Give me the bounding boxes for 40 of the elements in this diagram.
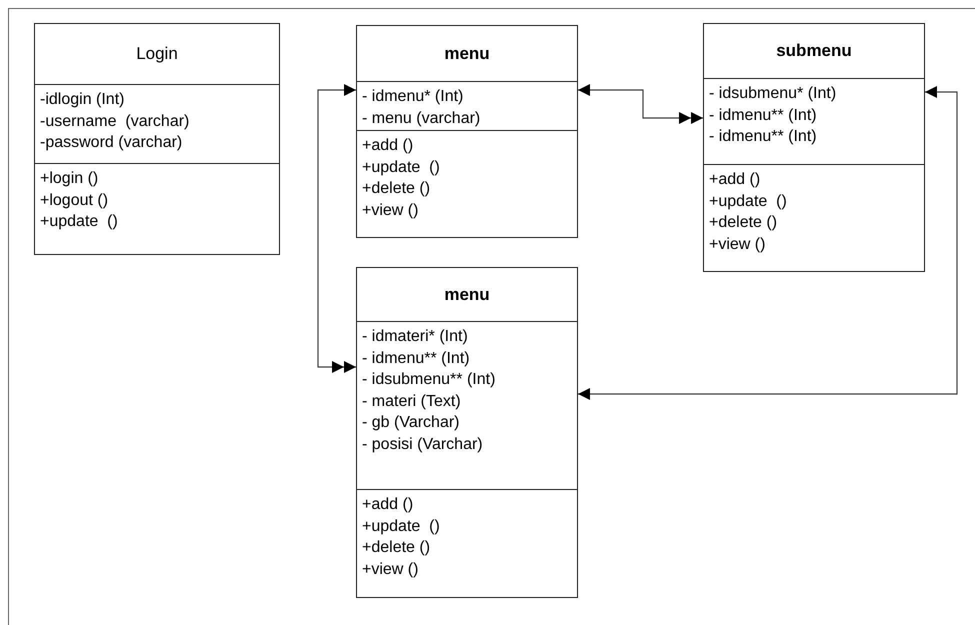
method-text: +update () <box>709 192 787 212</box>
attribute-text: - idmenu* (Int) <box>362 87 464 107</box>
association-arrow <box>317 84 356 373</box>
attribute-text: - idmateri* (Int) <box>362 327 468 347</box>
method-text: +update () <box>362 158 440 178</box>
attribute-text: - menu (varchar) <box>362 108 480 128</box>
method-text: +update () <box>362 516 440 536</box>
method-text: +view () <box>709 234 766 254</box>
attribute-text: - idmenu** (Int) <box>709 106 817 126</box>
association-arrow <box>578 84 703 124</box>
method-text: +delete () <box>362 538 430 558</box>
association-arrow <box>578 86 958 400</box>
class-box <box>703 23 925 272</box>
method-text: +delete () <box>362 179 430 199</box>
method-text: +view () <box>362 560 418 580</box>
class-name: submenu <box>776 41 852 61</box>
method-text: +add () <box>362 136 414 156</box>
attribute-text: -username (varchar) <box>40 112 190 132</box>
attribute-text: - gb (Varchar) <box>362 413 460 433</box>
method-text: +add () <box>709 170 760 190</box>
attribute-text: -password (varchar) <box>40 133 182 153</box>
class-name: Login <box>136 44 178 64</box>
attribute-text: - idmenu** (Int) <box>362 348 470 368</box>
attribute-text: - materi (Text) <box>362 392 461 412</box>
attribute-text: - idsubmenu** (Int) <box>362 370 496 390</box>
attribute-text: - idsubmenu* (Int) <box>709 84 836 104</box>
method-text: +view () <box>362 200 418 220</box>
class-box <box>356 25 578 238</box>
method-text: +add () <box>362 495 414 515</box>
attribute-text: -idlogin (Int) <box>40 90 124 110</box>
class-name: menu <box>444 44 490 64</box>
class-box <box>34 23 280 255</box>
method-text: +delete () <box>709 213 778 233</box>
class-name: menu <box>444 284 490 304</box>
method-text: +login () <box>40 169 98 189</box>
class-box <box>356 267 578 598</box>
attribute-text: - posisi (Varchar) <box>362 434 483 454</box>
attribute-text: - idmenu** (Int) <box>709 127 817 147</box>
method-text: +logout () <box>40 190 108 210</box>
method-text: +update () <box>40 212 118 232</box>
